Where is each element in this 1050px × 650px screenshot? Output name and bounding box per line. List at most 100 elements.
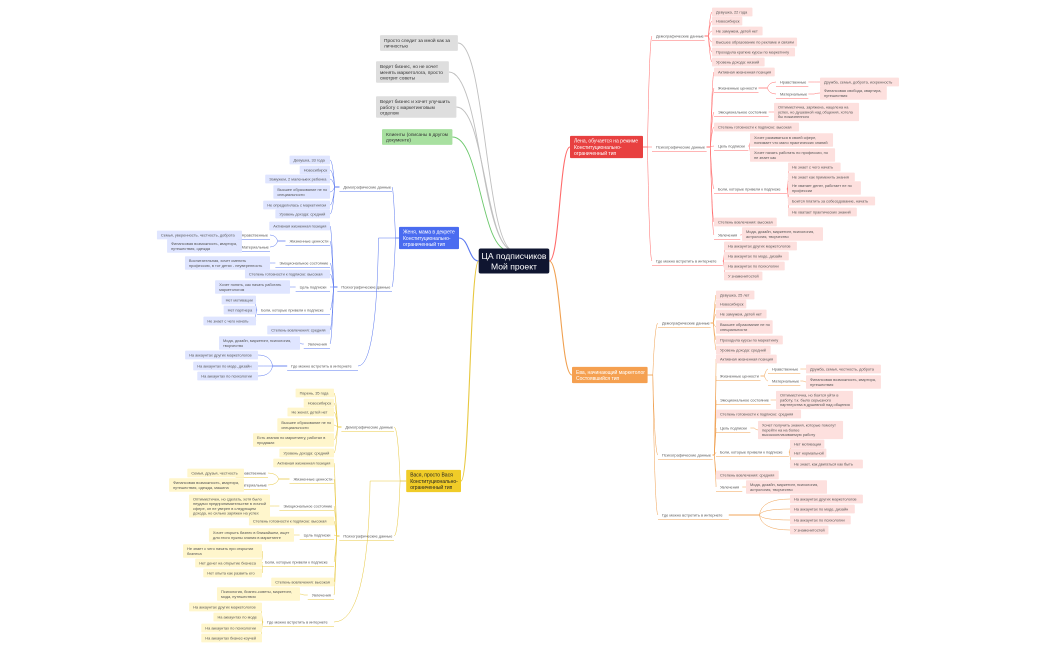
- lena-lena-psy[interactable]: Психографические данные: [652, 144, 707, 152]
- zhenya-zh-psy[interactable]: Психографические данные: [337, 284, 392, 292]
- zhenya-z-p7[interactable]: Степень вовлечения: средняя: [267, 325, 330, 335]
- lena-l-p6d[interactable]: Боится платить за собеседование, начать: [788, 196, 876, 206]
- zhenya-branch-node[interactable]: Женя, мама в декретеКонституционально-ог…: [399, 226, 459, 250]
- eva-e-d1[interactable]: Девушка, 25 лет: [716, 290, 755, 300]
- eva-e-p2b[interactable]: Материальные: [768, 378, 801, 386]
- lena-l-w1[interactable]: На аккаунтах других маркетологов: [724, 241, 797, 251]
- lena-l-p5a[interactable]: Хочет развиваться в своей сфере,понимает…: [750, 133, 834, 147]
- vasya-v-d1[interactable]: Парень, 35 года: [295, 388, 334, 398]
- zhenya-z-w1[interactable]: На аккаунтах других маркетологов: [185, 350, 258, 360]
- vasya-v-p8a[interactable]: Психология, бизнес-советы, маркетинг,мод…: [216, 587, 300, 601]
- zhenya-z-d6[interactable]: Уровень дохода: средний: [275, 209, 330, 219]
- vasya-va-where[interactable]: Где можно встретить в интернете: [263, 619, 334, 627]
- lena-l-p2b[interactable]: Материальные: [776, 91, 809, 99]
- vasya-v-p5[interactable]: Цель подписки: [299, 532, 334, 540]
- lena-l-p3a[interactable]: Оптимистична, заряжена, нацелена науспех…: [774, 102, 860, 122]
- zhenya-z-d1[interactable]: Девушка, 33 года: [289, 155, 330, 165]
- lena-l-p2a[interactable]: Нравственные: [776, 79, 809, 87]
- lena-l-p2b1[interactable]: Финансовая свобода, квартира,путешествия: [820, 86, 887, 100]
- zhenya-z-p5a[interactable]: Хочет понять, как начать работатьмаркето…: [215, 280, 290, 294]
- eva-e-p1[interactable]: Активная жизненная позиция: [716, 354, 777, 364]
- lena-l-p2a1[interactable]: Дружба, семья, доброта, искренность: [820, 77, 899, 87]
- eva-e-p2a1[interactable]: Дружба, семья, честность, доброта: [806, 364, 881, 374]
- zhenya-z-p2[interactable]: Жизненные ценности: [285, 238, 330, 246]
- lena-l-p1[interactable]: Активная жизненная позиция: [714, 67, 775, 77]
- vasya-v-p6b[interactable]: Нет денег на открытие бизнеса: [195, 558, 262, 568]
- vasya-v-d5[interactable]: Есть знания по маркетингу, работал впрод…: [252, 433, 334, 447]
- eva-e-p5[interactable]: Цель подписки: [716, 425, 751, 433]
- zhenya-z-p3[interactable]: Эмоциональное состояние: [275, 260, 330, 268]
- eva-e-d5[interactable]: Проходила курсы по маркетингу: [716, 335, 783, 345]
- lena-l-d2[interactable]: Новосибирск: [712, 16, 743, 26]
- eva-e-p2a[interactable]: Нравственные: [768, 366, 801, 374]
- vasya-v-p2[interactable]: Жизненные ценности: [289, 476, 334, 484]
- eva-e-p2[interactable]: Жизненные ценности: [716, 373, 761, 381]
- lena-l-p4[interactable]: Степень готовности к подписке: высокая: [714, 122, 800, 132]
- vasya-v-p6[interactable]: Боли, которые привели к подписке: [261, 559, 334, 567]
- eva-e-d3[interactable]: Не замужем, детей нет: [716, 309, 767, 319]
- vasya-v-p5a[interactable]: Хочет открыть бизнес в ближайшем, ищетдл…: [208, 528, 294, 542]
- eva-e-p6b[interactable]: Нет нормальной: [790, 448, 827, 458]
- lena-l-p5[interactable]: Цель подписки: [714, 143, 749, 151]
- lena-l-p6a[interactable]: Не знает с чего начать: [788, 162, 841, 172]
- zhenya-z-p2a[interactable]: Нравственные: [237, 232, 270, 240]
- eva-e-w3[interactable]: На аккаунтах по психологии: [790, 515, 851, 525]
- zhenya-z-w2[interactable]: На аккаунтах по моде, дизайн: [193, 361, 258, 371]
- zhenya-z-p6[interactable]: Боли, которые привели к подписке: [257, 307, 330, 315]
- eva-e-p7[interactable]: Степень вовлечения: средняя: [716, 470, 779, 480]
- vasya-v-d2[interactable]: Новосибирск: [303, 398, 334, 408]
- vasya-v-p4[interactable]: Степень готовности к подписке: высокая: [248, 516, 334, 526]
- eva-eva-where[interactable]: Где можно встретить в интернете: [658, 512, 729, 520]
- eva-e-p8a[interactable]: Мода, дизайн, маркетинг, психология,астр…: [746, 480, 828, 494]
- lena-l-p8a[interactable]: Мода, дизайн, маркетинг, психология,астр…: [742, 227, 824, 241]
- vasya-v-w4[interactable]: На аккаунтах бизнес-коучей: [201, 633, 262, 643]
- vasya-v-d6[interactable]: Уровень дохода: средний: [279, 448, 334, 458]
- eva-e-p2b1[interactable]: Финансовая возможность, квартира,путешес…: [806, 375, 881, 389]
- eva-e-p6[interactable]: Боли, которые привели к подписке: [716, 449, 789, 457]
- zhenya-zh-demo[interactable]: Демографические данные: [339, 184, 392, 192]
- lena-l-p5b[interactable]: Хочет начать работать по профессии, ноне…: [750, 148, 836, 162]
- zhenya-z-p1[interactable]: Активная жизненная позиция: [269, 221, 330, 231]
- eva-e-d6[interactable]: Уровень дохода: средний: [716, 345, 771, 355]
- zhenya-z-p2a1[interactable]: Семья, уверенность, честность, доброта: [156, 230, 242, 240]
- eva-eva-demo[interactable]: Демографические данные: [658, 320, 711, 328]
- zhenya-z-p5[interactable]: Цель подписки: [295, 284, 330, 292]
- zhenya-z-p6c[interactable]: Не знает с чего начать: [203, 316, 256, 326]
- vasya-v-p3[interactable]: Эмоциональное состояние: [279, 503, 334, 511]
- lena-l-p7[interactable]: Степень вовлечения: высокая: [714, 217, 777, 227]
- lena-l-d5[interactable]: Проходила краткие курсы по маркетингу: [712, 47, 796, 57]
- lena-l-w3[interactable]: На аккаунтах по психологии: [724, 261, 785, 271]
- vasya-v-p3a[interactable]: Оптимистичен, но сделать, хотя былонеуда…: [188, 494, 270, 518]
- vasya-v-w2[interactable]: На аккаунтах по моде: [213, 612, 262, 622]
- vasya-v-p7[interactable]: Степень вовлечения: высокая: [271, 577, 334, 587]
- eva-e-w2[interactable]: На аккаунтах по моде, дизайн: [790, 504, 855, 514]
- vasya-va-demo[interactable]: Демографические данные: [341, 424, 394, 432]
- zhenya-zh-where[interactable]: Где можно встретить в интернете: [287, 363, 358, 371]
- lena-l-d1[interactable]: Девушка, 22 года: [712, 7, 753, 17]
- eva-e-p3[interactable]: Эмоциональное состояние: [716, 397, 771, 405]
- vasya-v-p2b1[interactable]: Финансовая возможность, квартира,путешес…: [169, 478, 244, 492]
- zhenya-z-p8a[interactable]: Мода, дизайн, маркетинг, психология,твор…: [218, 336, 300, 350]
- vasya-va-psy[interactable]: Психографические данные: [339, 533, 394, 541]
- eva-e-w4[interactable]: У знаменитостей: [790, 525, 829, 535]
- eva-e-d2[interactable]: Новосибирск: [716, 299, 747, 309]
- lena-l-p6c[interactable]: Не хватает денег, работает не попрофесси…: [788, 181, 861, 195]
- lena-l-p8[interactable]: Увлечения: [714, 232, 741, 240]
- zhenya-z-d2[interactable]: Новосибирск: [299, 165, 330, 175]
- eva-e-p6a[interactable]: Нет мотивации: [790, 439, 825, 449]
- lena-l-d3[interactable]: Не замужем, детей нет: [712, 26, 763, 36]
- vasya-v-p6a[interactable]: Не знает с чего начать при открытиибизне…: [183, 544, 262, 558]
- lena-l-p6[interactable]: Боли, которые привели к подписке: [714, 186, 787, 194]
- zhenya-z-p4[interactable]: Степень готовности к подписке: высокая: [244, 269, 330, 279]
- zhenya-z-p6a[interactable]: Нет мотивации: [221, 295, 256, 305]
- lena-l-p2[interactable]: Жизненные ценности: [714, 85, 759, 93]
- zhenya-z-p3a[interactable]: Воспитательная, хочет сменитьпрофессию, …: [184, 256, 270, 270]
- lena-l-d6[interactable]: Уровень дохода: низкий: [712, 57, 765, 67]
